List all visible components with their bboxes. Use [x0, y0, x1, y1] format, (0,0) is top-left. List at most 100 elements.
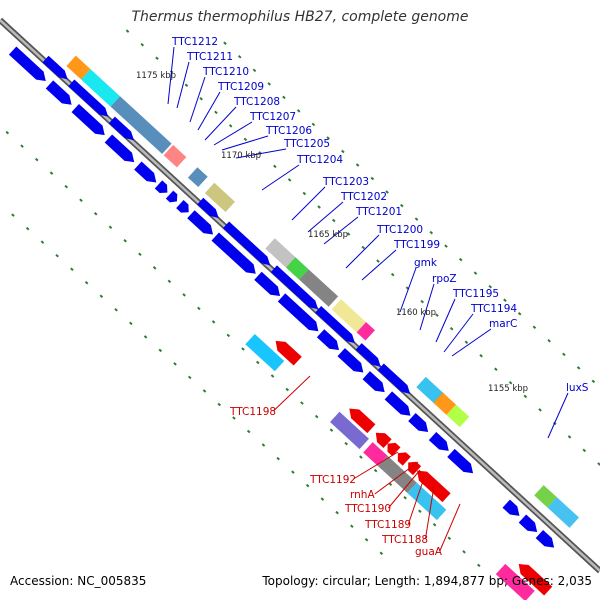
reverse-gene-arrow: [408, 461, 422, 476]
gene-annotation-block: [377, 455, 417, 494]
scale-label: 1175 kbp: [136, 71, 176, 81]
forward-gene-arrow: [68, 79, 109, 117]
forward-gene-arrow: [187, 210, 214, 235]
tick-mark: [267, 82, 271, 86]
tick-mark: [494, 367, 498, 372]
tick-mark: [125, 29, 130, 33]
tick-mark: [311, 122, 316, 127]
tick-mark: [11, 213, 15, 217]
tick-mark: [390, 272, 395, 277]
forward-label-leader: [176, 61, 190, 109]
tick-mark: [344, 441, 348, 446]
forward-gene-arrow: [316, 329, 339, 351]
forward-gene-label: TTC1208: [233, 96, 280, 108]
tick-mark: [25, 226, 30, 231]
tick-mark: [473, 271, 478, 275]
forward-gene-arrow: [223, 221, 271, 266]
gene-labels: TTC1212TTC1211TTC1210TTC1209TTC1208TTC12…: [171, 36, 589, 558]
tick-mark: [197, 306, 201, 311]
tick-mark: [591, 379, 596, 384]
forward-label-leader: [435, 298, 456, 343]
tick-mark: [237, 55, 242, 59]
forward-label-leader: [235, 148, 287, 159]
forward-gene-arrow: [71, 104, 105, 136]
tick-mark: [5, 130, 10, 135]
tick-mark: [155, 56, 159, 60]
tick-mark: [435, 313, 439, 317]
forward-gene-label: TTC1207: [249, 111, 296, 123]
tick-mark: [182, 293, 186, 297]
tick-mark: [214, 110, 218, 115]
tick-mark: [232, 416, 236, 420]
tick-mark: [361, 245, 366, 250]
reverse-gene-label: rnhA: [350, 489, 375, 501]
reverse-gene-label: guaA: [415, 546, 443, 558]
tick-mark: [532, 325, 537, 330]
tick-mark: [228, 124, 233, 128]
forward-gene-arrow: [502, 499, 520, 516]
forward-gene-arrow: [408, 413, 429, 432]
forward-gene-arrow: [45, 80, 72, 105]
gene-annotation-block: [547, 497, 580, 528]
forward-label-leader: [443, 313, 474, 353]
scale-label: 1155 kbp: [488, 384, 528, 394]
tick-mark: [400, 203, 404, 208]
tick-mark: [458, 257, 463, 262]
forward-gene-label: TTC1194: [470, 303, 517, 315]
tick-mark: [359, 455, 363, 459]
tick-mark: [370, 176, 375, 181]
tick-mark: [70, 267, 74, 271]
tick-mark: [346, 232, 351, 236]
forward-label-leader: [361, 249, 397, 281]
reverse-label-leader: [353, 451, 399, 480]
tick-mark: [152, 266, 157, 270]
tick-mark: [211, 320, 216, 324]
forward-gene-label: marC: [489, 318, 517, 330]
tick-mark: [449, 326, 454, 331]
tick-mark: [296, 109, 301, 113]
tick-marks: [5, 29, 600, 568]
tick-mark: [385, 190, 389, 194]
tick-mark: [223, 41, 227, 46]
tick-mark: [326, 136, 330, 140]
tick-mark: [329, 428, 334, 432]
tick-mark: [55, 253, 59, 258]
tick-mark: [291, 470, 295, 474]
tick-mark: [49, 171, 54, 175]
forward-gene-arrow: [337, 348, 364, 373]
forward-label-leader: [451, 328, 492, 357]
forward-gene-arrow: [211, 232, 256, 274]
tick-mark: [567, 435, 572, 439]
tick-mark: [355, 163, 360, 167]
gene-annotation-block: [204, 182, 235, 213]
forward-gene-arrow: [42, 55, 68, 80]
tick-mark: [547, 339, 551, 343]
tick-mark: [477, 563, 481, 568]
reverse-gene-arrow: [397, 452, 411, 466]
tick-mark: [582, 448, 587, 453]
tick-mark: [246, 429, 251, 434]
reverse-gene-label: TTC1192: [309, 474, 356, 486]
forward-label-leader: [189, 76, 206, 123]
tick-mark: [184, 83, 189, 88]
gene-annotation-block: [81, 69, 121, 107]
forward-label-leader: [221, 135, 269, 151]
forward-label-leader: [204, 106, 237, 141]
tick-mark: [364, 537, 369, 542]
reverse-gene-arrow: [349, 408, 376, 434]
forward-gene-arrow: [104, 134, 135, 163]
tick-mark: [173, 362, 177, 366]
forward-gene-arrow: [362, 371, 385, 393]
forward-label-leader: [399, 267, 417, 313]
tick-mark: [158, 348, 163, 353]
gene-annotation-block: [446, 404, 470, 428]
tick-mark: [252, 68, 257, 73]
forward-gene-arrow: [197, 197, 219, 219]
forward-gene-arrow: [108, 116, 134, 141]
tick-mark: [261, 443, 266, 447]
tick-mark: [243, 137, 248, 142]
tick-mark: [217, 402, 222, 407]
tick-mark: [202, 389, 207, 393]
